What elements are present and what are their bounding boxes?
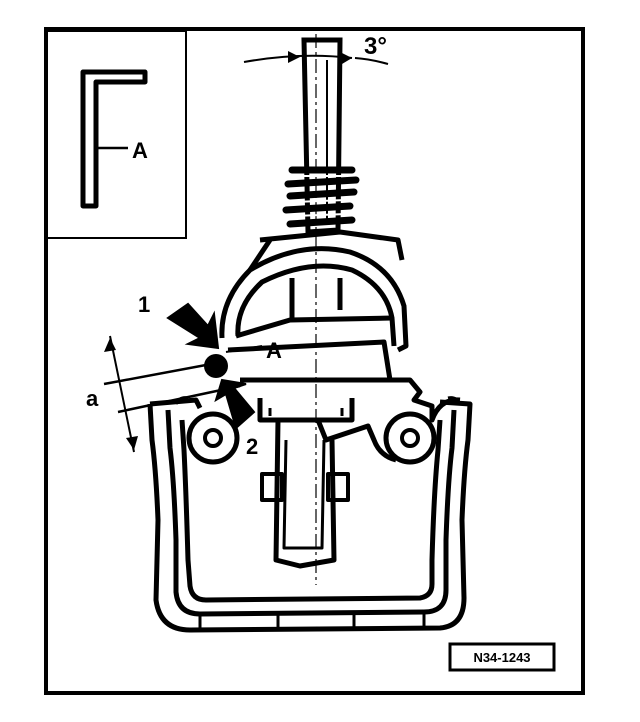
gap-dimension: a bbox=[86, 335, 241, 453]
marker-2: 2 bbox=[214, 378, 258, 459]
lever-body bbox=[227, 339, 461, 569]
marker-1-label: 1 bbox=[138, 292, 150, 317]
gauge-ball bbox=[204, 354, 228, 378]
lever-housing bbox=[219, 229, 409, 353]
inset-label: A bbox=[132, 138, 148, 163]
callout-a: A bbox=[225, 338, 282, 363]
pivot-bushings bbox=[186, 411, 437, 465]
callout-label: A bbox=[266, 338, 282, 363]
marker-1: 1 bbox=[138, 292, 220, 350]
mounting-bracket bbox=[147, 396, 473, 633]
outer-frame bbox=[44, 27, 585, 695]
angle-indicator: 3° bbox=[243, 33, 389, 585]
reference-code: N34-1243 bbox=[473, 650, 530, 665]
marker-2-label: 2 bbox=[246, 434, 258, 459]
dimension-label: a bbox=[86, 386, 99, 411]
shift-lever bbox=[282, 37, 360, 235]
reference-box: N34-1243 bbox=[448, 642, 556, 672]
inset-panel: A bbox=[48, 30, 187, 239]
angle-label: 3° bbox=[364, 33, 387, 60]
hex-key-icon bbox=[80, 69, 148, 209]
